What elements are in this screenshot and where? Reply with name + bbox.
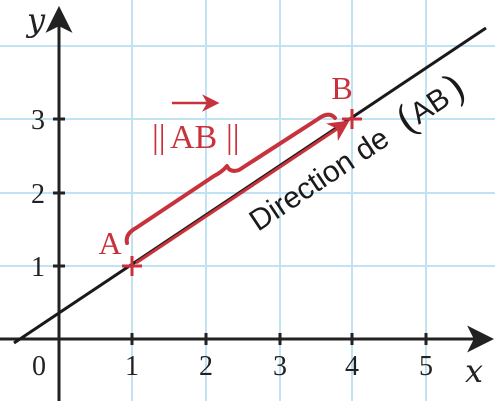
axis-ticks (53, 117, 428, 345)
x-tick-label: 4 (345, 351, 359, 382)
x-tick-label: 5 (419, 351, 433, 382)
point-b-marker (342, 109, 362, 129)
point-a-label: A (98, 225, 121, 261)
y-tick-label: 1 (31, 252, 45, 283)
y-axis-label: y (25, 1, 46, 39)
point-b-label: B (331, 70, 352, 106)
direction-label: Direction de ( AB ) (244, 65, 475, 238)
x-tick-label: 1 (125, 351, 139, 382)
x-tick-label: 3 (273, 351, 287, 382)
norm-label: || AB || (152, 119, 240, 156)
norm-bars-right: || (226, 119, 240, 156)
y-tick-label: 3 (31, 105, 45, 136)
x-axis-label: x (465, 352, 483, 390)
x-tick-label: 2 (199, 351, 213, 382)
norm-brace (124, 112, 337, 245)
norm-bars-left: || (152, 119, 166, 156)
vector-ab-arrow (135, 120, 350, 265)
y-tick-label: 2 (31, 179, 45, 210)
origin-label: 0 (32, 351, 46, 382)
norm-vector-name: AB (170, 119, 217, 156)
point-a-marker (122, 256, 142, 276)
